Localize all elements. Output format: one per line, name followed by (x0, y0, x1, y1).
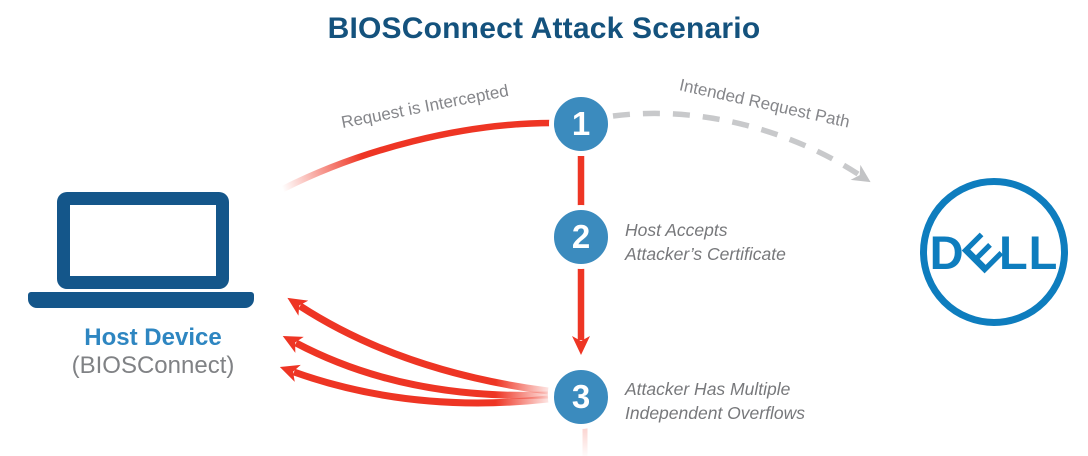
dell-letter-d: D (929, 225, 965, 279)
page-title: BIOSConnect Attack Scenario (327, 12, 761, 45)
overflow-return-arrow-3 (279, 364, 549, 407)
step-3-label-line-2: Independent Overflows (625, 402, 805, 423)
step-circle-1: 1 (549, 92, 613, 156)
laptop-icon (57, 192, 229, 289)
step-2-label-line-2: Attacker’s Certificate (625, 243, 786, 264)
host-device-sublabel: (BIOSConnect) (71, 352, 235, 379)
step-2-label-line-1: Host Accepts (625, 220, 728, 240)
intercepted-request-arrow (279, 119, 556, 193)
overflow-return-arrow-2 (282, 336, 549, 399)
dell-letter-l2: L (1028, 225, 1059, 279)
step-circle-2: 2 (549, 205, 613, 269)
step-3-label: Attacker Has Multiple Independent Overfl… (625, 378, 805, 425)
step-number-3: 3 (571, 378, 591, 415)
host-device-label: Host Device (84, 324, 222, 351)
step-2-label: Host Accepts Attacker’s Certificate (625, 219, 786, 266)
step-number-1: 1 (571, 105, 591, 142)
intended-request-dashed-arrow (612, 110, 871, 183)
laptop-base (28, 292, 254, 308)
dell-letter-l1: L (998, 225, 1029, 279)
step-circle-3: 3 (549, 365, 613, 429)
overflow-return-arrow-1 (287, 297, 549, 395)
dell-logo: D E L L (920, 178, 1068, 326)
step-3-label-line-1: Attacker Has Multiple (625, 379, 791, 399)
step-number-2: 2 (571, 218, 591, 255)
